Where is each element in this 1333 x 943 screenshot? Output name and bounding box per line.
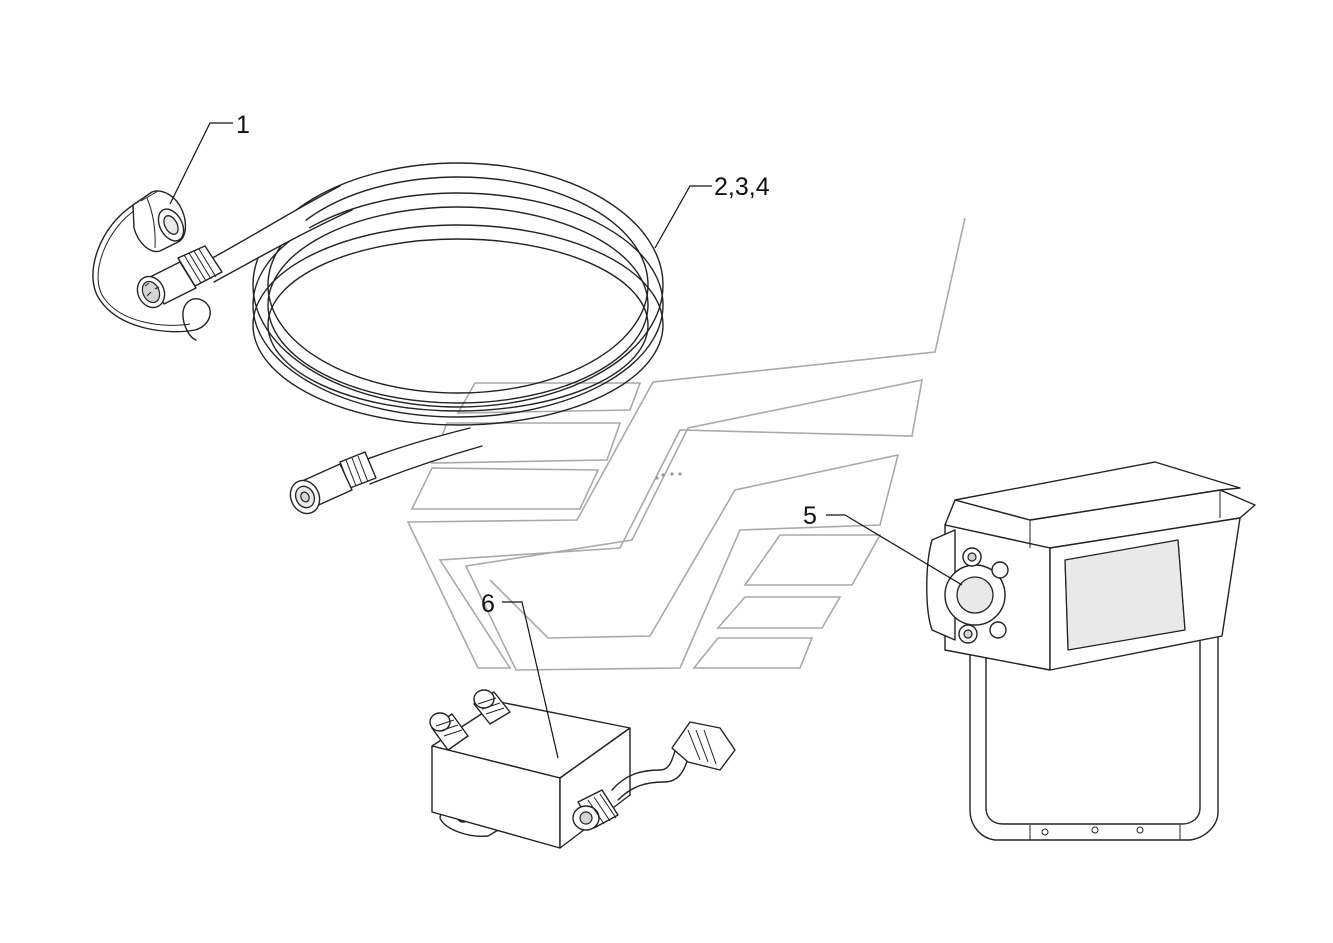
callout-2-3-4: 2,3,4 (714, 173, 770, 201)
splitter-connector-right (473, 689, 511, 725)
connector-bottom (289, 451, 377, 515)
callout-1: 1 (236, 111, 250, 139)
splitter-box (429, 689, 736, 849)
watermark-logo (406, 217, 966, 671)
splitter-connector-left (429, 712, 469, 751)
callout-6: 6 (481, 590, 495, 618)
splitter-connector-front (572, 789, 619, 831)
connector-top (136, 245, 223, 309)
cap-with-lanyard (92, 190, 211, 341)
callout-5: 5 (803, 502, 817, 530)
camera (926, 461, 1256, 841)
coiled-cable (136, 162, 664, 515)
callout-leaders (169, 122, 963, 759)
